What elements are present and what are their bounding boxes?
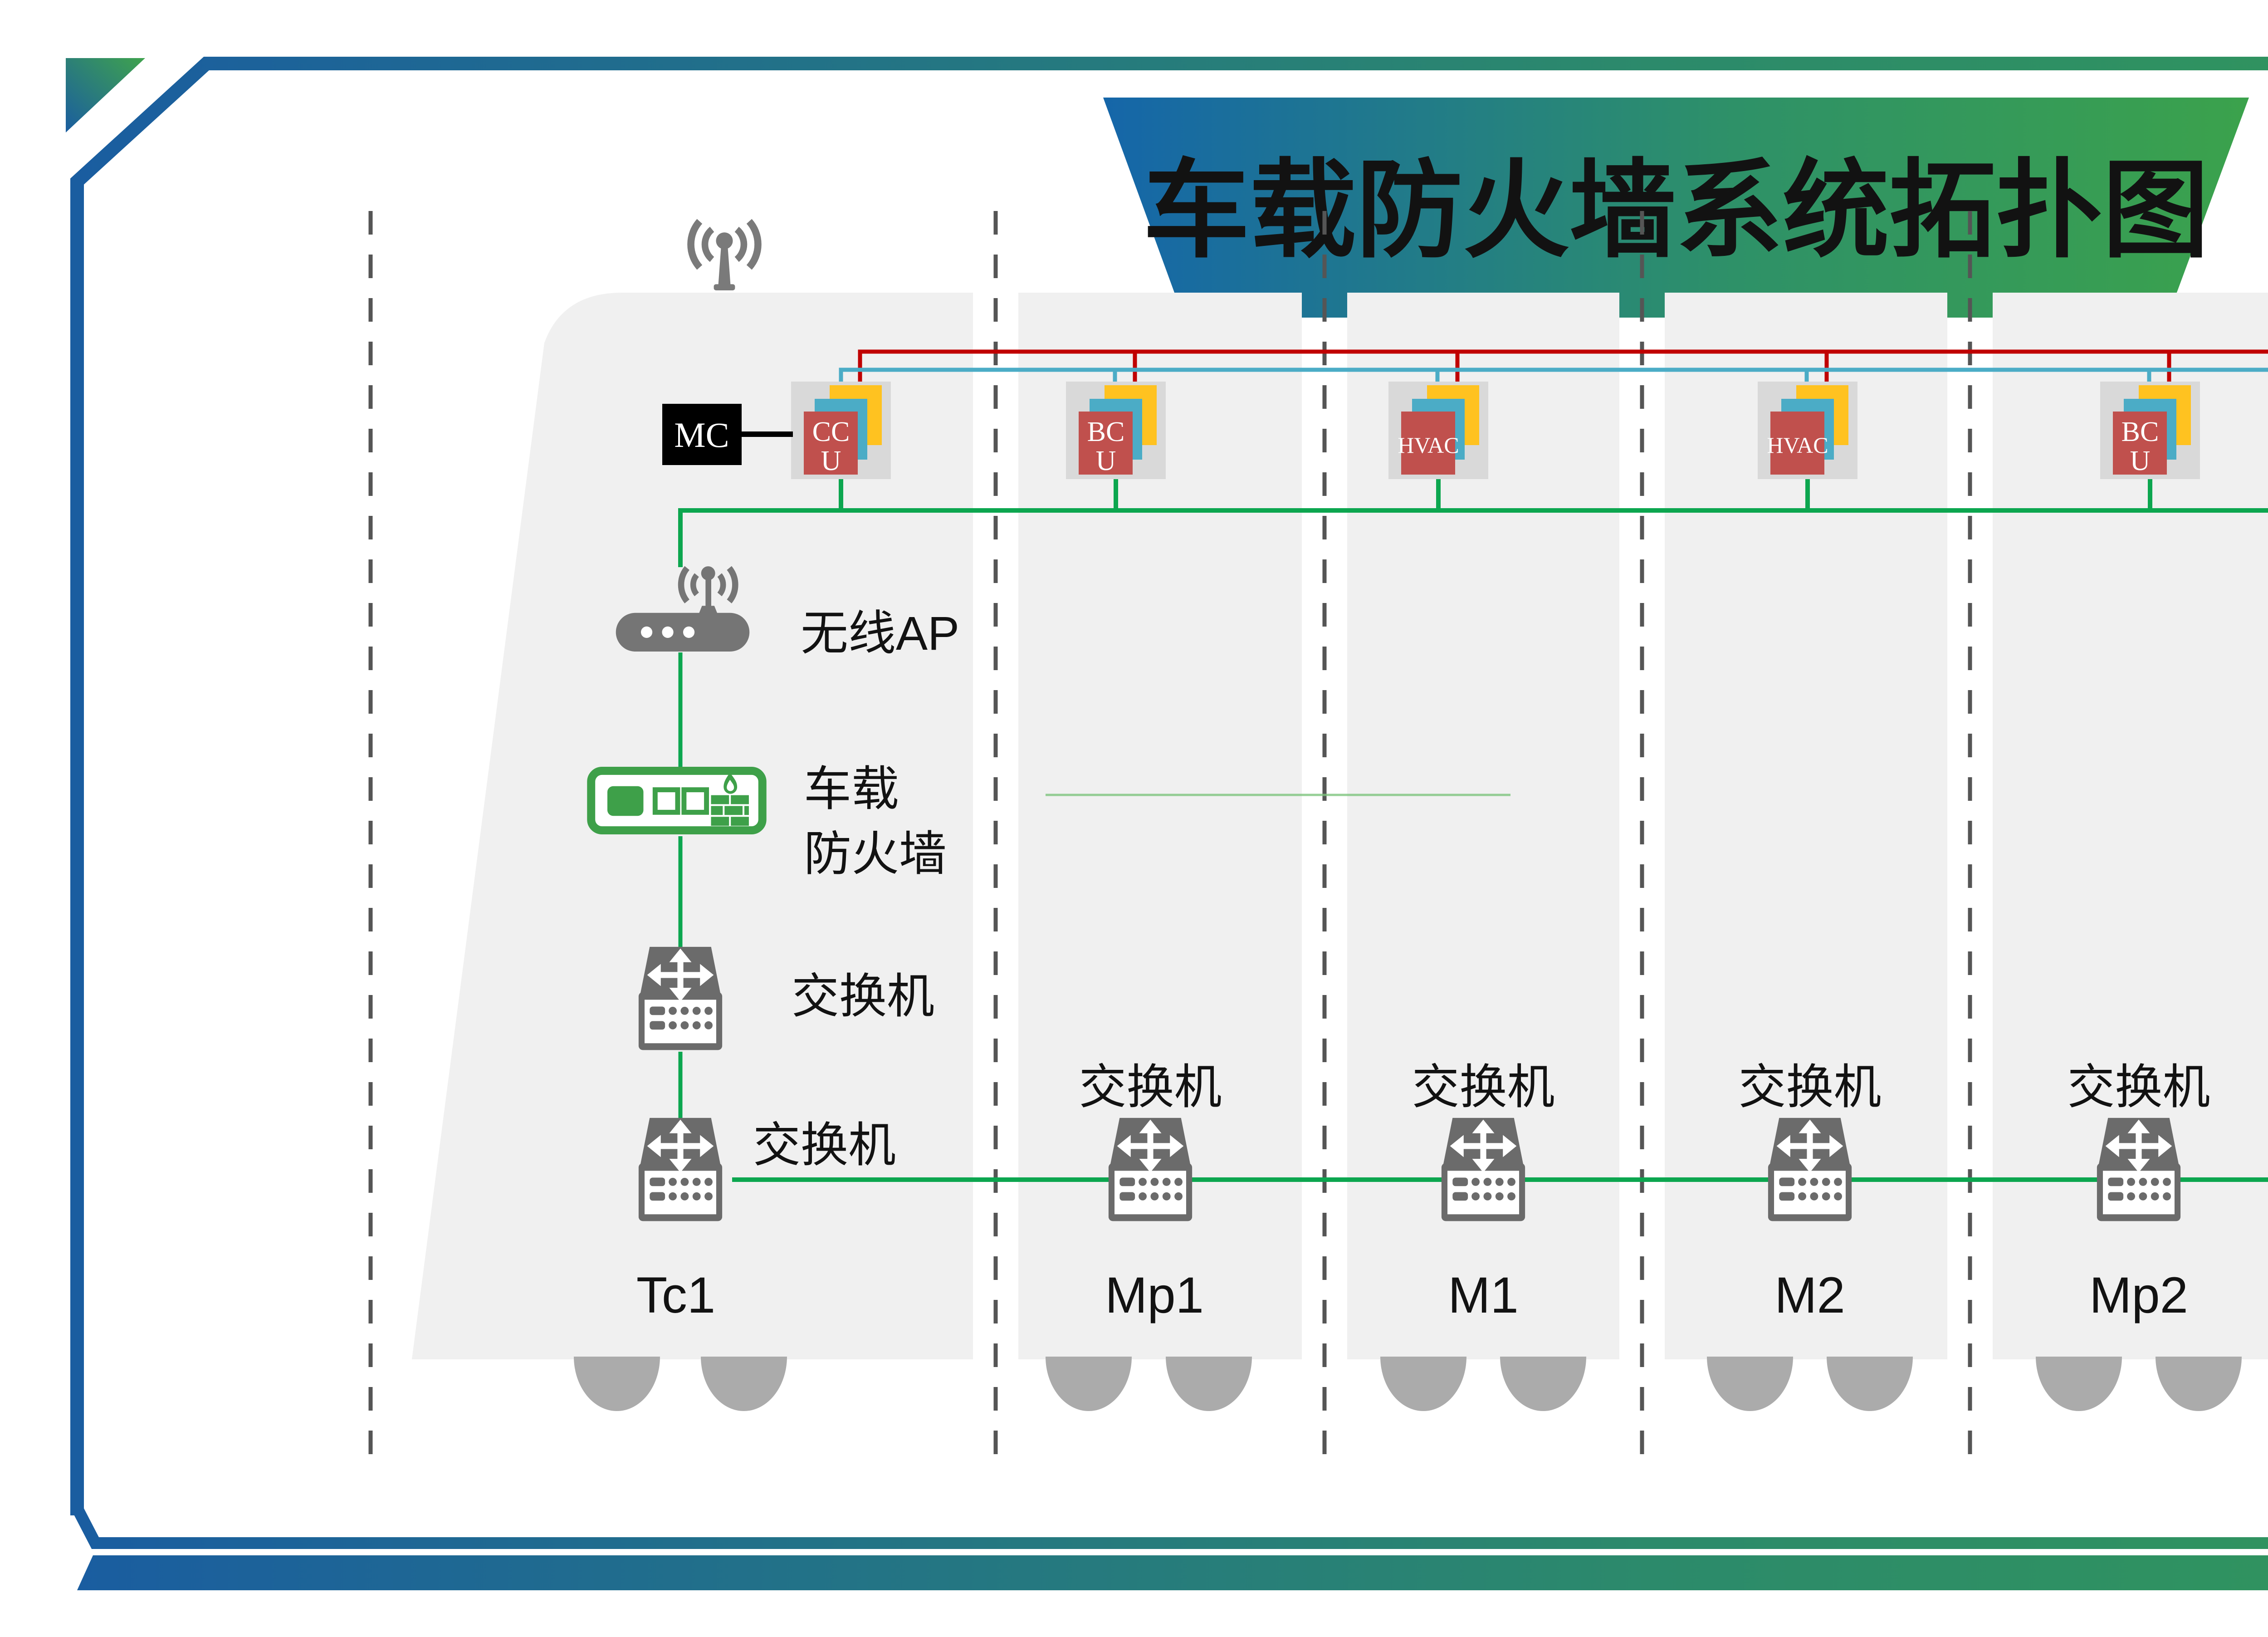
- svg-text:U: U: [2130, 446, 2151, 476]
- firewall-label-tc1: 车载 防火墙: [804, 763, 947, 881]
- stack-ccu-tc1: CC U: [791, 382, 891, 479]
- frame-border-line: [70, 57, 2268, 1515]
- stack-bcu-mp2: BC U: [2100, 382, 2200, 479]
- switch-label-m2: 交换机: [1738, 1061, 1881, 1114]
- switch-icon-m2: [1768, 1117, 1852, 1221]
- car-name-labels: Tc1 Mp1 M1 M2 Mp2 Tc2: [636, 1267, 2188, 1323]
- antenna-icon-tc1: [691, 221, 758, 290]
- switch-label-tc1-upper: 交换机: [792, 970, 934, 1023]
- switch-icon-mp1: [1108, 1117, 1193, 1221]
- svg-text:BC: BC: [1087, 417, 1125, 447]
- mc-box-left: MC: [662, 404, 793, 465]
- svg-text:车载: 车载: [804, 763, 899, 816]
- car-label-mp1: Mp1: [1105, 1267, 1204, 1323]
- switch-label-tc1-lower: 交换机: [753, 1119, 896, 1172]
- firewall-icon-tc1: [591, 771, 763, 830]
- switch-label-m1: 交换机: [1412, 1061, 1554, 1114]
- corner-triangle-icon: [66, 58, 145, 132]
- svg-text:CC: CC: [812, 417, 850, 447]
- stack-bcu-mp1: BC U: [1066, 382, 1166, 479]
- stack-hvac-m1: HVAC: [1388, 382, 1488, 479]
- wireless-ap-label-tc1: 无线AP: [801, 607, 959, 660]
- switch-icon-m1: [1441, 1117, 1525, 1221]
- green-device-chain: [678, 652, 683, 1118]
- device-stacks: CC U BC U HVAC HVAC: [791, 382, 2200, 479]
- green-stack-bus: [678, 476, 2268, 567]
- car-separators: [368, 211, 1972, 1465]
- switch-icon-mp2: [2097, 1117, 2181, 1221]
- car-label-mp2: Mp2: [2089, 1267, 2188, 1323]
- svg-text:防火墙: 防火墙: [804, 828, 947, 881]
- train-wheels: [574, 1357, 2242, 1411]
- page-title: 车载防火墙系统拓扑图: [1143, 151, 2209, 270]
- frame-decoration: [66, 57, 2268, 1590]
- switch-icon-tc1-upper: [638, 946, 723, 1050]
- mc-label: MC: [674, 415, 729, 455]
- car-label-tc1: Tc1: [636, 1267, 715, 1323]
- car-label-m2: M2: [1774, 1267, 1845, 1323]
- switch-icon-tc1-lower: [638, 1117, 723, 1221]
- switch-label-mp2: 交换机: [2067, 1061, 2210, 1114]
- svg-text:HVAC: HVAC: [1398, 432, 1459, 458]
- svg-text:U: U: [1096, 446, 1116, 476]
- svg-text:BC: BC: [2121, 417, 2159, 447]
- switch-label-mp1: 交换机: [1079, 1061, 1222, 1114]
- svg-text:HVAC: HVAC: [1767, 432, 1828, 458]
- bottom-thin-bar: [71, 1504, 2268, 1549]
- bottom-thick-bar: [77, 1555, 2268, 1590]
- title-banner: 车载防火墙系统拓扑图: [1103, 98, 2249, 318]
- car-label-m1: M1: [1448, 1267, 1519, 1323]
- svg-text:U: U: [821, 446, 841, 476]
- stack-hvac-m2: HVAC: [1758, 382, 1857, 479]
